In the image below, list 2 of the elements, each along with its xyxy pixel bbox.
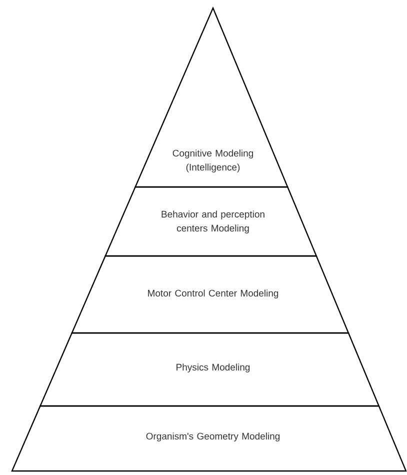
pyramid-band: Motor Control Center Modeling xyxy=(71,255,350,334)
pyramid-band: Organism's Geometry Modeling xyxy=(11,405,407,472)
